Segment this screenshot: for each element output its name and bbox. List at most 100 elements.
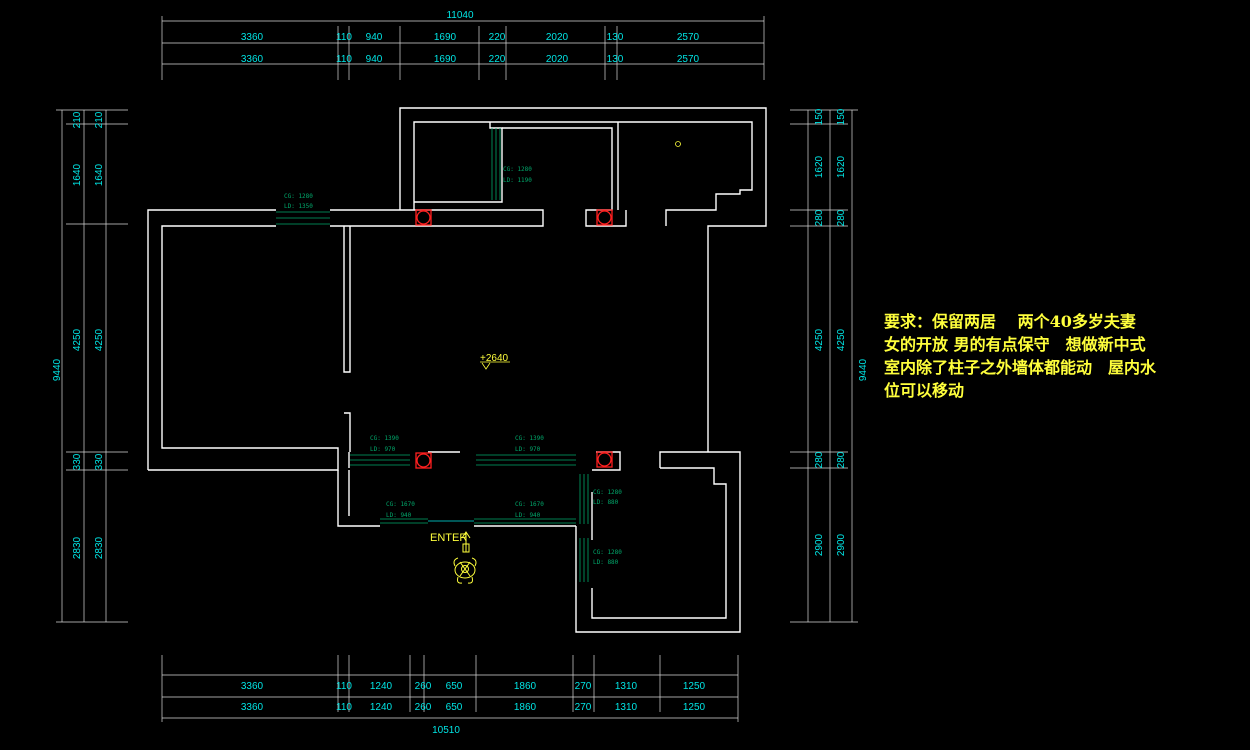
- dim-label: 330: [72, 453, 83, 470]
- window-cg-label: CG: 1280: [593, 489, 622, 496]
- dim-label: 1620: [814, 155, 825, 178]
- dim-label: 280: [836, 209, 847, 226]
- window-marks: [276, 128, 589, 582]
- dim-label: 270: [575, 681, 592, 692]
- dim-label: 2900: [836, 533, 847, 556]
- left-dimensions: [56, 109, 128, 623]
- dim-label: 4250: [94, 328, 105, 351]
- person-figure-icon: [453, 557, 477, 584]
- entrance-label: ENTER: [430, 532, 467, 544]
- marker-icon: [675, 141, 681, 147]
- right-col2-dims: 150 1620 280 4250 280 2900: [836, 108, 847, 556]
- requirements-line: 要求：保留两居 两个40多岁夫妻: [884, 312, 1136, 331]
- dim-label: 330: [94, 453, 105, 470]
- left-total-dim: 9440: [52, 358, 63, 381]
- elevation-mark: +2640: [480, 353, 510, 370]
- dim-label: 1640: [94, 163, 105, 186]
- requirements-line: 室内除了柱子之外墙体都能动 屋内水: [884, 358, 1157, 377]
- dim-label: 1690: [434, 54, 457, 65]
- dim-label: 220: [489, 32, 506, 43]
- window-cg-label: CG: 1280: [284, 193, 313, 200]
- window-cg-label: CG: 1390: [515, 435, 544, 442]
- dim-label: 110: [336, 54, 352, 65]
- column-icon: [596, 209, 613, 226]
- dim-label: 3360: [241, 32, 264, 43]
- top-dimensions: [161, 16, 765, 80]
- bottom-row2-dims: 3360 110 1240 260 650 1860 270 1310 1250: [241, 702, 706, 713]
- bottom-dimensions: [161, 655, 739, 722]
- requirements-line: 位可以移动: [884, 381, 965, 400]
- dim-label: 650: [446, 702, 463, 713]
- requirements-line: 女的开放 男的有点保守 想做新中式: [884, 335, 1146, 354]
- top-total-dim: 11040: [446, 10, 474, 21]
- dim-label: 1240: [370, 681, 393, 692]
- column-icon: [596, 451, 613, 468]
- dim-label: 110: [336, 681, 352, 692]
- dim-label: 2830: [72, 536, 83, 559]
- window-ld-label: LD: 1350: [284, 203, 313, 210]
- left-col2-dims: 210 1640 4250 330 2830: [94, 111, 105, 559]
- dim-label: 4250: [814, 328, 825, 351]
- dim-label: 130: [607, 32, 624, 43]
- dim-label: 150: [814, 108, 825, 125]
- walls: [147, 107, 767, 633]
- dim-label: 110: [336, 702, 352, 713]
- structural-columns: [415, 209, 613, 469]
- window-cg-label: CG: 1280: [593, 549, 622, 556]
- dim-label: 2020: [546, 54, 569, 65]
- dim-label: 260: [415, 702, 432, 713]
- dim-label: 1250: [683, 702, 706, 713]
- window-cg-label: CG: 1670: [515, 501, 544, 508]
- dim-label: 210: [94, 111, 105, 128]
- dim-label: 1690: [434, 32, 457, 43]
- dim-label: 220: [489, 54, 506, 65]
- dim-label: 280: [814, 209, 825, 226]
- dim-label: 1620: [836, 155, 847, 178]
- window-cg-label: CG: 1390: [370, 435, 399, 442]
- dim-label: 260: [415, 681, 432, 692]
- right-dimensions: [790, 109, 858, 623]
- window-ld-label: LD: 880: [593, 559, 619, 566]
- window-ld-label: LD: 970: [370, 446, 396, 453]
- column-icon: [415, 209, 432, 226]
- bottom-total-dim: 10510: [432, 725, 460, 736]
- window-ld-label: LD: 970: [515, 446, 541, 453]
- dim-label: 210: [72, 111, 83, 128]
- right-total-dim: 9440: [858, 358, 869, 381]
- window-labels: CG: 1280 LD: 1350 CG: 1280 LD: 1190 CG: …: [284, 166, 622, 566]
- left-col1-dims: 210 1640 4250 330 2830: [72, 111, 83, 559]
- dim-label: 280: [814, 451, 825, 468]
- dim-label: 4250: [836, 328, 847, 351]
- dim-label: 2570: [677, 54, 700, 65]
- dim-label: 110: [336, 32, 352, 43]
- window-ld-label: LD: 940: [515, 512, 541, 519]
- dim-label: 2020: [546, 32, 569, 43]
- bottom-row1-dims: 3360 110 1240 260 650 1860 270 1310 1250: [241, 681, 706, 692]
- dim-label: 3360: [241, 681, 264, 692]
- dim-label: 1310: [615, 681, 638, 692]
- dim-label: 1640: [72, 163, 83, 186]
- column-icon: [415, 452, 432, 469]
- dim-label: 130: [607, 54, 624, 65]
- top-row2-dims: 3360 110 940 1690 220 2020 130 2570: [241, 54, 700, 65]
- dim-label: 280: [836, 451, 847, 468]
- entrance-arrow-icon: [461, 531, 471, 553]
- window-cg-label: CG: 1280: [503, 166, 532, 173]
- elevation-label: +2640: [480, 353, 509, 364]
- dim-label: 650: [446, 681, 463, 692]
- entrance-marker: ENTER: [430, 531, 477, 584]
- top-row1-dims: 3360 110 940 1690 220 2020 130 2570: [241, 32, 700, 43]
- window-ld-label: LD: 880: [593, 499, 619, 506]
- dim-label: 3360: [241, 54, 264, 65]
- dim-label: 2830: [94, 536, 105, 559]
- dim-label: 940: [366, 54, 383, 65]
- dim-label: 1240: [370, 702, 393, 713]
- requirements-note: 要求：保留两居 两个40多岁夫妻 女的开放 男的有点保守 想做新中式 室内除了柱…: [884, 310, 1224, 402]
- dim-label: 270: [575, 702, 592, 713]
- dim-label: 940: [366, 32, 383, 43]
- dim-label: 1860: [514, 681, 537, 692]
- dim-label: 2900: [814, 533, 825, 556]
- dim-label: 1310: [615, 702, 638, 713]
- window-ld-label: LD: 1190: [503, 177, 532, 184]
